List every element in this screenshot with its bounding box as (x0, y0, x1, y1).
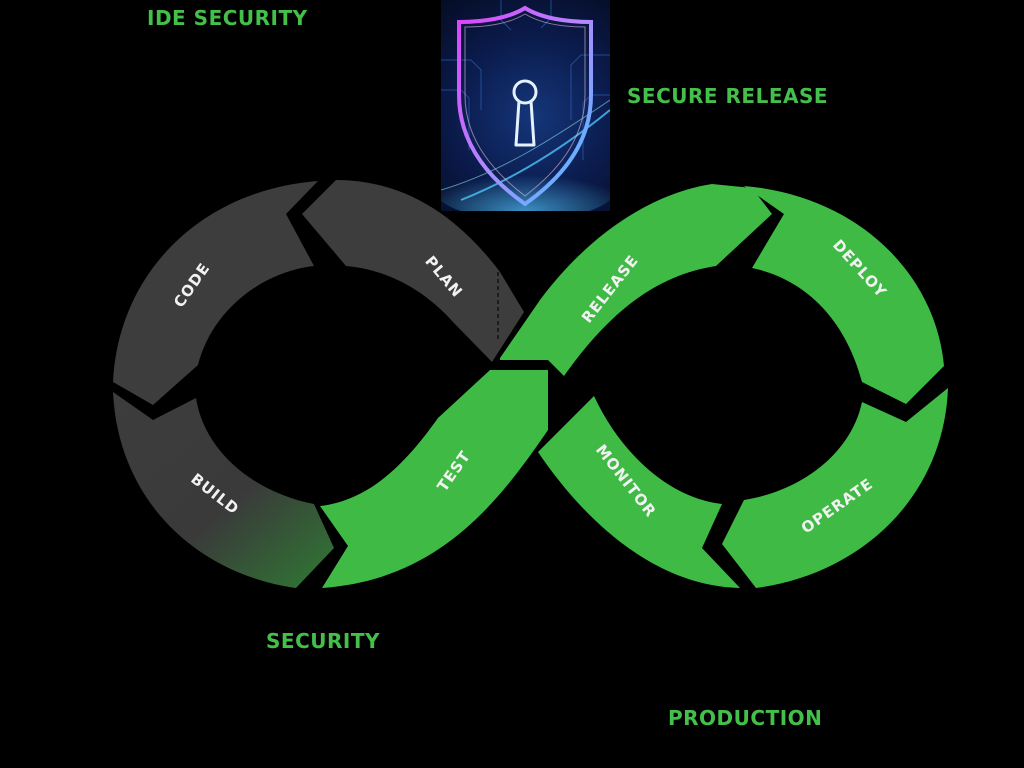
ide-security-caption: IDE SECURITY (147, 6, 308, 30)
test-segment (320, 370, 548, 588)
deploy-segment (744, 186, 944, 404)
build-segment (113, 392, 334, 588)
operate-segment (722, 388, 948, 588)
shield-lock-image (441, 0, 610, 211)
plan-segment (302, 180, 524, 362)
secure-release-caption: SECURE RELEASE (627, 84, 829, 108)
monitor-segment (538, 396, 740, 588)
shield-lock-icon (441, 0, 610, 211)
code-segment (113, 181, 318, 405)
security-caption: SECURITY (266, 629, 380, 653)
production-caption: PRODUCTION (668, 706, 823, 730)
release-segment (500, 184, 772, 376)
